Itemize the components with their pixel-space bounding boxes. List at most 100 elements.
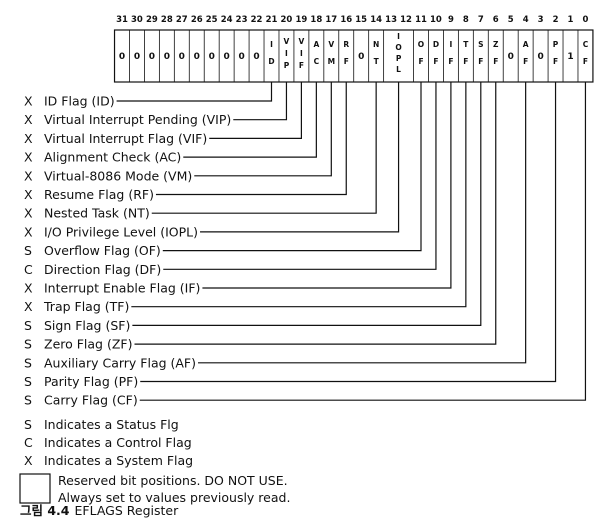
cell-value: 0 [164, 52, 170, 62]
bit-number-1: 1 [568, 15, 574, 25]
caption-label: 그림 4.4 [20, 503, 70, 518]
flag-type-code: X [24, 281, 33, 296]
flag-cell-id: ID [268, 40, 274, 66]
cell-letter: F [448, 57, 453, 66]
cell-letter: F [478, 57, 483, 66]
cell-value: 0 [238, 52, 244, 62]
flag-connector [155, 82, 347, 196]
reserved-swatch [19, 473, 51, 504]
bit-number-20: 20 [281, 15, 293, 25]
reserved-cell-bit-27: 0 [179, 52, 185, 62]
cell-letter: F [523, 57, 528, 66]
cell-letter: T [374, 57, 380, 66]
cell-value: 0 [209, 52, 215, 62]
flag-label: Trap Flag (TF) [43, 299, 129, 314]
cell-letter: O [418, 40, 424, 49]
flag-cell-zf: ZF [493, 40, 499, 66]
flag-label: Nested Task (NT) [44, 206, 150, 221]
flag-cell-nt: NT [373, 40, 380, 66]
cell-letter: C [583, 40, 589, 49]
legend-item-c: C Indicates a Control Flag [24, 435, 192, 450]
flag-label: Sign Flag (SF) [44, 318, 130, 333]
flag-label: Direction Flag (DF) [44, 262, 161, 277]
bit-number-7: 7 [478, 15, 484, 25]
flag-cell-rf: RF [343, 40, 349, 66]
figure-caption: 그림 4.4 EFLAGS Register [20, 503, 179, 518]
bit-number-29: 29 [146, 15, 158, 25]
flag-type-code: X [24, 224, 33, 239]
bit-number-8: 8 [463, 15, 469, 25]
flag-type-code: X [24, 187, 33, 202]
reserved-note: Reserved bit positions. DO NOT USE.Alway… [19, 473, 290, 505]
cell-value: 0 [224, 52, 230, 62]
cell-letter: F [553, 57, 558, 66]
legend-code: S [24, 417, 32, 432]
flag-connector [131, 82, 467, 308]
reserved-cell-bit-31: 0 [119, 52, 125, 62]
flag-type-code: X [24, 131, 33, 146]
reserved-cell-bit-26: 0 [194, 52, 200, 62]
cell-letter: O [395, 43, 401, 52]
flag-connector [140, 82, 557, 383]
cell-letter: V [284, 37, 290, 46]
flag-connector [198, 82, 527, 364]
cell-value: 0 [134, 52, 140, 62]
bit-number-30: 30 [131, 15, 143, 25]
caption-title: EFLAGS Register [75, 503, 180, 518]
bit-number-17: 17 [325, 15, 337, 25]
legend-text: Indicates a Control Flag [44, 435, 192, 450]
cell-letter: V [328, 40, 334, 49]
bit-number-15: 15 [355, 15, 367, 25]
reserved-cell-bit-23: 0 [238, 52, 244, 62]
flag-cell-sf: SF [478, 40, 483, 66]
bit-number-12: 12 [400, 15, 412, 25]
flag-cell-ac: AC [313, 40, 319, 66]
cell-letter: Z [493, 40, 499, 49]
flag-row-nt: X Nested Task (NT) [24, 82, 377, 221]
cell-letter: D [433, 40, 439, 49]
flag-type-code: X [24, 299, 33, 314]
legend-code: C [24, 435, 33, 450]
reserved-cell-bit-29: 0 [149, 52, 155, 62]
cell-letter: F [583, 57, 588, 66]
flag-connector [139, 82, 587, 401]
flag-label: I/O Privilege Level (IOPL) [44, 224, 198, 239]
flag-cell-vif: VIF [298, 37, 304, 70]
flag-row-iopl: X I/O Privilege Level (IOPL) [24, 82, 400, 239]
cell-letter: F [344, 57, 349, 66]
bit-number-0: 0 [582, 15, 588, 25]
cell-letter: I [270, 40, 273, 49]
flag-type-code: X [24, 94, 33, 109]
cell-value: 0 [149, 52, 155, 62]
bit-number-19: 19 [295, 15, 307, 25]
bit-number-14: 14 [370, 15, 382, 25]
bit-number-4: 4 [523, 15, 529, 25]
flag-connector [200, 82, 400, 233]
bit-number-3: 3 [538, 15, 544, 25]
flag-cell-if: IF [448, 40, 453, 66]
flag-connector [116, 82, 273, 102]
flag-cell-cf: CF [583, 40, 589, 66]
cell-letter: F [418, 57, 423, 66]
flag-label: Alignment Check (AC) [44, 150, 181, 165]
cell-letter: P [553, 40, 559, 49]
cell-value: 1 [567, 52, 573, 62]
flag-cell-iopl: IOPL [395, 32, 401, 74]
flag-type-code: C [24, 262, 33, 277]
flag-connector [233, 82, 288, 121]
flag-label: Virtual-8086 Mode (VM) [44, 168, 192, 183]
flag-row-tf: X Trap Flag (TF) [24, 82, 467, 314]
flag-connector [132, 82, 482, 326]
bit-number-11: 11 [415, 15, 427, 25]
cell-value: 0 [508, 52, 514, 62]
flag-cell-vip: VIP [284, 37, 290, 70]
